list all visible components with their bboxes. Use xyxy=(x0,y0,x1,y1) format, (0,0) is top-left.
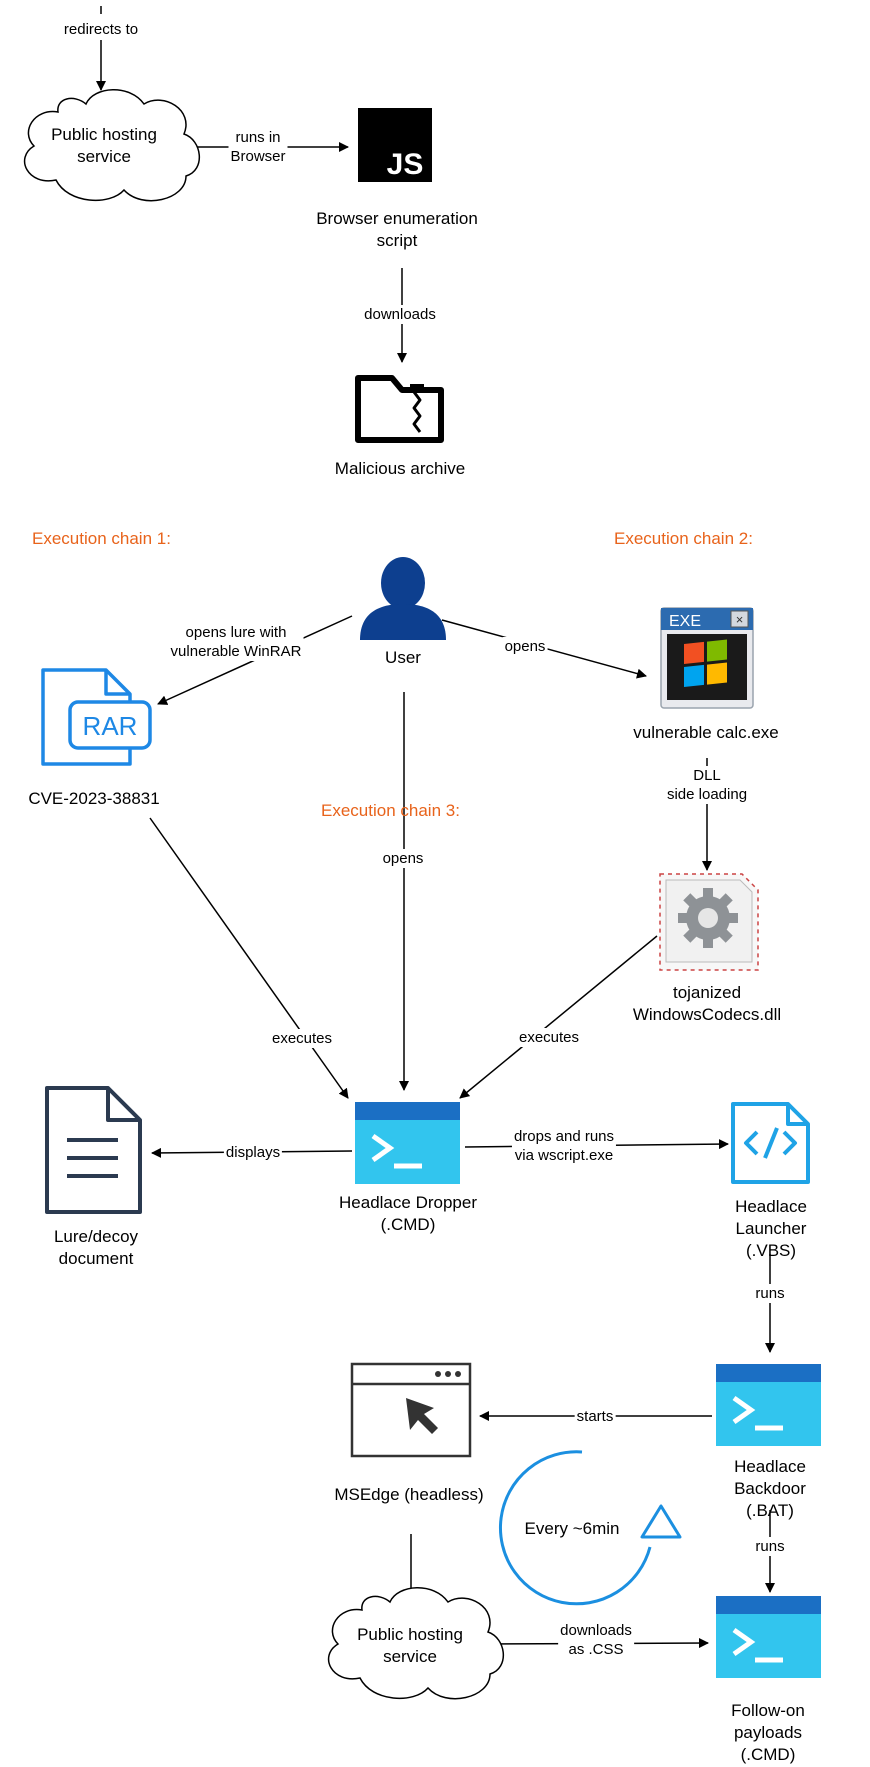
node-user: User xyxy=(385,648,421,667)
node-trojanized-dll: tojanized WindowsCodecs.dll xyxy=(632,983,782,1024)
loop-cycle-icon xyxy=(499,1450,682,1606)
node-lure-document: Lure/decoy document xyxy=(53,1227,139,1268)
edge-label-runs-launcher: runs xyxy=(753,1284,787,1303)
edge-label-redirects: redirects to xyxy=(61,20,141,39)
node-cve-rar: CVE-2023-38831 xyxy=(28,789,160,808)
code-file-icon xyxy=(731,1102,810,1184)
edge-label-runs-backdoor: runs xyxy=(753,1537,787,1556)
node-headlace-backdoor: Headlace Backdoor (.BAT) xyxy=(734,1457,806,1520)
cursor-icon xyxy=(406,1398,438,1434)
edge-label-displays: displays xyxy=(223,1143,283,1162)
windows-logo-icon xyxy=(684,639,727,687)
gear-icon xyxy=(678,888,738,948)
terminal-icon-dropper xyxy=(355,1102,460,1184)
edge-label-executes-right: executes xyxy=(516,1028,582,1047)
chain-3-heading: Execution chain 3: xyxy=(321,801,460,820)
node-headlace-dropper: Headlace Dropper (.CMD) xyxy=(339,1193,477,1234)
edge-label-opens-lure: opens lure with vulnerable WinRAR xyxy=(168,623,304,661)
node-malicious-archive: Malicious archive xyxy=(334,459,466,478)
edge-label-downloads-css: downloads as .CSS xyxy=(558,1621,634,1659)
edge-executes-right xyxy=(459,935,658,1099)
node-follow-on-payloads: Follow-on payloads (.CMD) xyxy=(731,1701,805,1764)
loop-label-every-6min: Every ~6min xyxy=(524,1519,620,1538)
edge-label-opens-calc: opens xyxy=(502,637,548,656)
cloud-icon-bottom xyxy=(327,1587,505,1700)
chain-2-heading: Execution chain 2: xyxy=(614,529,753,548)
node-msedge-headless: MSEdge (headless) xyxy=(334,1485,484,1504)
edge-label-downloads: downloads xyxy=(362,305,438,324)
terminal-icon-backdoor xyxy=(716,1364,821,1446)
edge-label-starts: starts xyxy=(574,1407,616,1426)
rar-file-icon: RAR xyxy=(41,668,152,766)
edge-label-runs-in-browser: runs in Browser xyxy=(228,128,288,166)
javascript-icon: JS xyxy=(358,108,432,182)
user-icon xyxy=(360,557,446,640)
svg-text:RAR: RAR xyxy=(83,711,138,741)
edge-label-executes-left: executes xyxy=(269,1029,335,1048)
edge-label-drops-runs: drops and runs via wscript.exe xyxy=(511,1127,617,1165)
archive-icon xyxy=(355,375,444,443)
dll-file-icon xyxy=(659,873,759,971)
svg-text:×: × xyxy=(736,612,744,627)
node-vulnerable-calc: vulnerable calc.exe xyxy=(633,723,779,742)
document-icon xyxy=(45,1086,142,1214)
terminal-icon-followon xyxy=(716,1596,821,1678)
exe-window-icon: EXE × xyxy=(660,607,754,709)
edge-label-dll-sideload: DLL side loading xyxy=(664,766,750,804)
chain-1-heading: Execution chain 1: xyxy=(32,529,171,548)
svg-text:EXE: EXE xyxy=(669,613,701,630)
node-browser-enumeration-script: Browser enumeration script xyxy=(316,209,478,250)
node-public-hosting-bottom: Public hosting service xyxy=(357,1625,463,1666)
edge-executes-left xyxy=(149,817,349,1099)
node-public-hosting-top: Public hosting service xyxy=(51,125,157,166)
cloud-icon-top xyxy=(23,89,201,202)
edge-label-opens-chain3: opens xyxy=(380,849,426,868)
node-headlace-launcher: Headlace Launcher (.VBS) xyxy=(735,1197,807,1260)
svg-text:JS: JS xyxy=(387,148,424,181)
browser-window-icon xyxy=(350,1362,472,1458)
